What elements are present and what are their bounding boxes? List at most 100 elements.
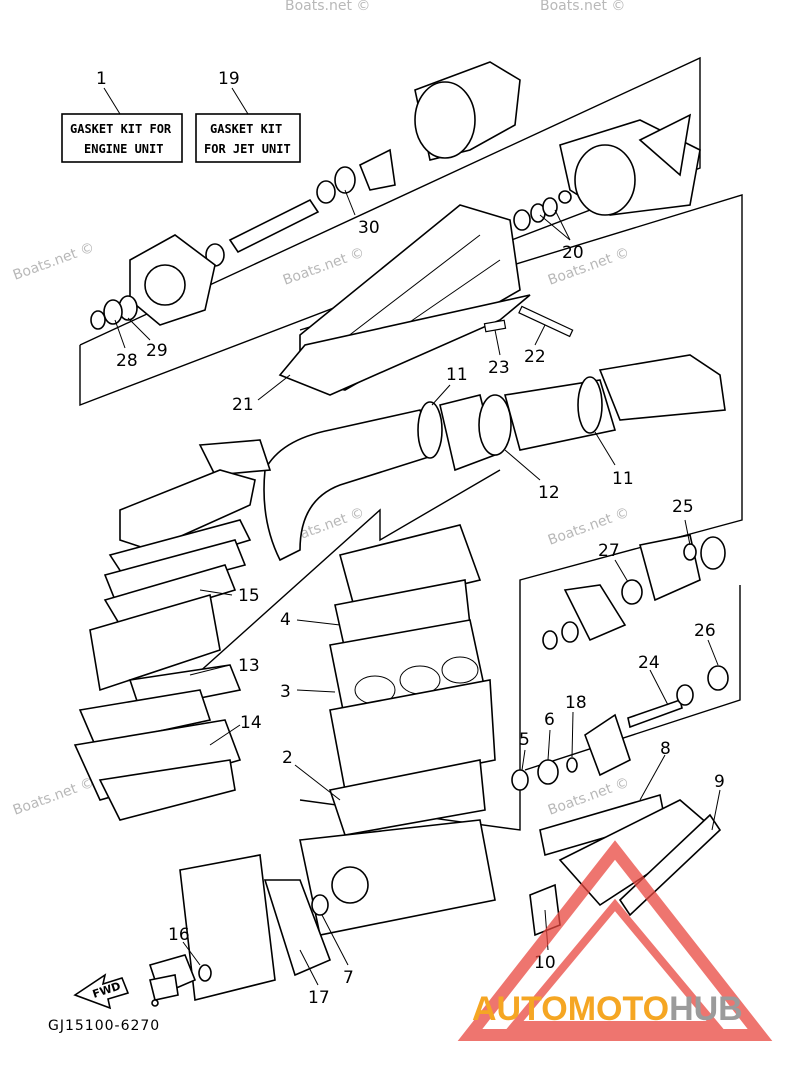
leader-lines bbox=[114, 189, 721, 986]
callout-22: 22 bbox=[524, 347, 546, 367]
callout-24: 24 bbox=[638, 653, 660, 673]
watermark-text: Boats.net © bbox=[11, 240, 97, 284]
kit-label-line1: GASKET KIT bbox=[210, 122, 282, 136]
oil-seal-part bbox=[311, 894, 329, 916]
brand-triangle-inner-icon bbox=[506, 898, 724, 1029]
strip-part bbox=[518, 305, 574, 338]
brand-text-part1: AUTOMOTO bbox=[472, 990, 669, 1028]
cover-gasket-part bbox=[263, 879, 332, 977]
callout-11: 11 bbox=[446, 365, 468, 385]
callout-numbers: 30 20 28 29 21 23 22 11 12 11 25 27 15 4… bbox=[116, 218, 725, 1008]
callout-27: 27 bbox=[598, 541, 620, 561]
engine-group-outline bbox=[89, 469, 501, 771]
leader-line bbox=[539, 214, 571, 241]
gasket-ring-part bbox=[577, 376, 603, 434]
watermark-text: Boats.net © bbox=[11, 775, 97, 819]
brand-triangle-icon bbox=[457, 840, 773, 1041]
watermark-text: Boats.net © bbox=[285, 0, 370, 14]
gasket-part bbox=[103, 564, 237, 626]
leader-line bbox=[639, 754, 666, 801]
diagram-code: GJ15100-6270 bbox=[48, 1018, 160, 1034]
brand-text: AUTOMOTOHUB bbox=[472, 990, 743, 1028]
bearing-part bbox=[316, 180, 336, 204]
bearing-part bbox=[513, 209, 531, 231]
watermark-text: Boats.net © bbox=[281, 245, 367, 289]
small-parts bbox=[149, 974, 179, 1007]
leader-line bbox=[114, 319, 126, 349]
coupling-parts bbox=[511, 534, 729, 791]
intake-duct-group bbox=[278, 204, 574, 396]
cap-part bbox=[358, 148, 396, 191]
leader-line bbox=[614, 559, 629, 583]
kit-label-box bbox=[195, 113, 301, 163]
water-box-part bbox=[198, 439, 272, 476]
collar-part bbox=[558, 190, 572, 204]
callout-6: 6 bbox=[544, 710, 555, 730]
cylinder-head-cover-part bbox=[339, 524, 482, 611]
callout-11: 11 bbox=[612, 469, 634, 489]
automotohub-watermark: AUTOMOTOHUB bbox=[457, 840, 773, 1041]
leader-line bbox=[554, 209, 571, 241]
callout-18: 18 bbox=[565, 693, 587, 713]
leader-line bbox=[296, 619, 341, 626]
reed-valve-part bbox=[78, 689, 212, 746]
forward-arrow-icon bbox=[73, 973, 130, 1010]
o-ring-part bbox=[334, 166, 356, 194]
leader-line bbox=[684, 519, 691, 546]
bearing-housing-part bbox=[563, 584, 627, 642]
damper-part bbox=[511, 769, 529, 791]
seal-part bbox=[676, 684, 694, 706]
plate-part bbox=[483, 319, 507, 333]
callout-21: 21 bbox=[232, 395, 254, 415]
leader-line bbox=[534, 324, 546, 346]
callout-13: 13 bbox=[238, 656, 260, 676]
callout-5: 5 bbox=[519, 730, 530, 750]
leader-line bbox=[189, 664, 231, 676]
seal-part bbox=[103, 299, 123, 325]
leader-line bbox=[199, 589, 233, 596]
spacer-part bbox=[566, 757, 578, 773]
watermark-text: Boats.net © bbox=[540, 0, 625, 14]
bearing-part bbox=[621, 579, 643, 605]
fitting-part bbox=[149, 974, 179, 1001]
jet-pump-parts bbox=[90, 61, 701, 330]
exhaust-group bbox=[198, 354, 726, 562]
leader-line bbox=[547, 729, 551, 761]
leader-line bbox=[296, 689, 336, 693]
callout-12: 12 bbox=[538, 483, 560, 503]
o-ring-part bbox=[700, 536, 726, 570]
impeller-vane bbox=[638, 113, 692, 177]
o-ring-part bbox=[683, 543, 697, 561]
kit-label-line2: ENGINE UNIT bbox=[84, 142, 163, 156]
gasket-ring-part bbox=[478, 394, 512, 456]
leader-line bbox=[571, 711, 574, 758]
gasket-kit-engine: 1 GASKET KIT FOR ENGINE UNIT bbox=[61, 69, 183, 163]
seal-part bbox=[198, 964, 212, 982]
bearing-part bbox=[707, 665, 729, 691]
washer-part bbox=[90, 310, 106, 330]
group-outlines bbox=[79, 56, 743, 831]
kit-label-line2: FOR JET UNIT bbox=[204, 142, 291, 156]
callout-17: 17 bbox=[308, 988, 330, 1008]
seal-part bbox=[542, 197, 558, 217]
callout-14: 14 bbox=[240, 713, 262, 733]
callout-20: 20 bbox=[562, 243, 584, 263]
callout-28: 28 bbox=[116, 351, 138, 371]
jet-unit-group-outline bbox=[299, 194, 743, 831]
intake-cover-part bbox=[119, 469, 256, 551]
duct-gasket-part bbox=[278, 294, 531, 396]
leader-line bbox=[521, 749, 526, 771]
intake-manifold-part bbox=[89, 593, 221, 692]
leader-line bbox=[594, 431, 616, 466]
gasket-ring-part bbox=[417, 401, 443, 459]
leader-line bbox=[294, 764, 341, 801]
bolt-part bbox=[151, 999, 159, 1007]
callout-15: 15 bbox=[238, 586, 260, 606]
leader-line bbox=[494, 329, 501, 356]
nozzle-opening bbox=[414, 81, 476, 159]
leader-line bbox=[182, 941, 201, 966]
callout-10: 10 bbox=[534, 953, 556, 973]
damper-part bbox=[537, 759, 559, 785]
engine-parts bbox=[73, 469, 496, 1001]
